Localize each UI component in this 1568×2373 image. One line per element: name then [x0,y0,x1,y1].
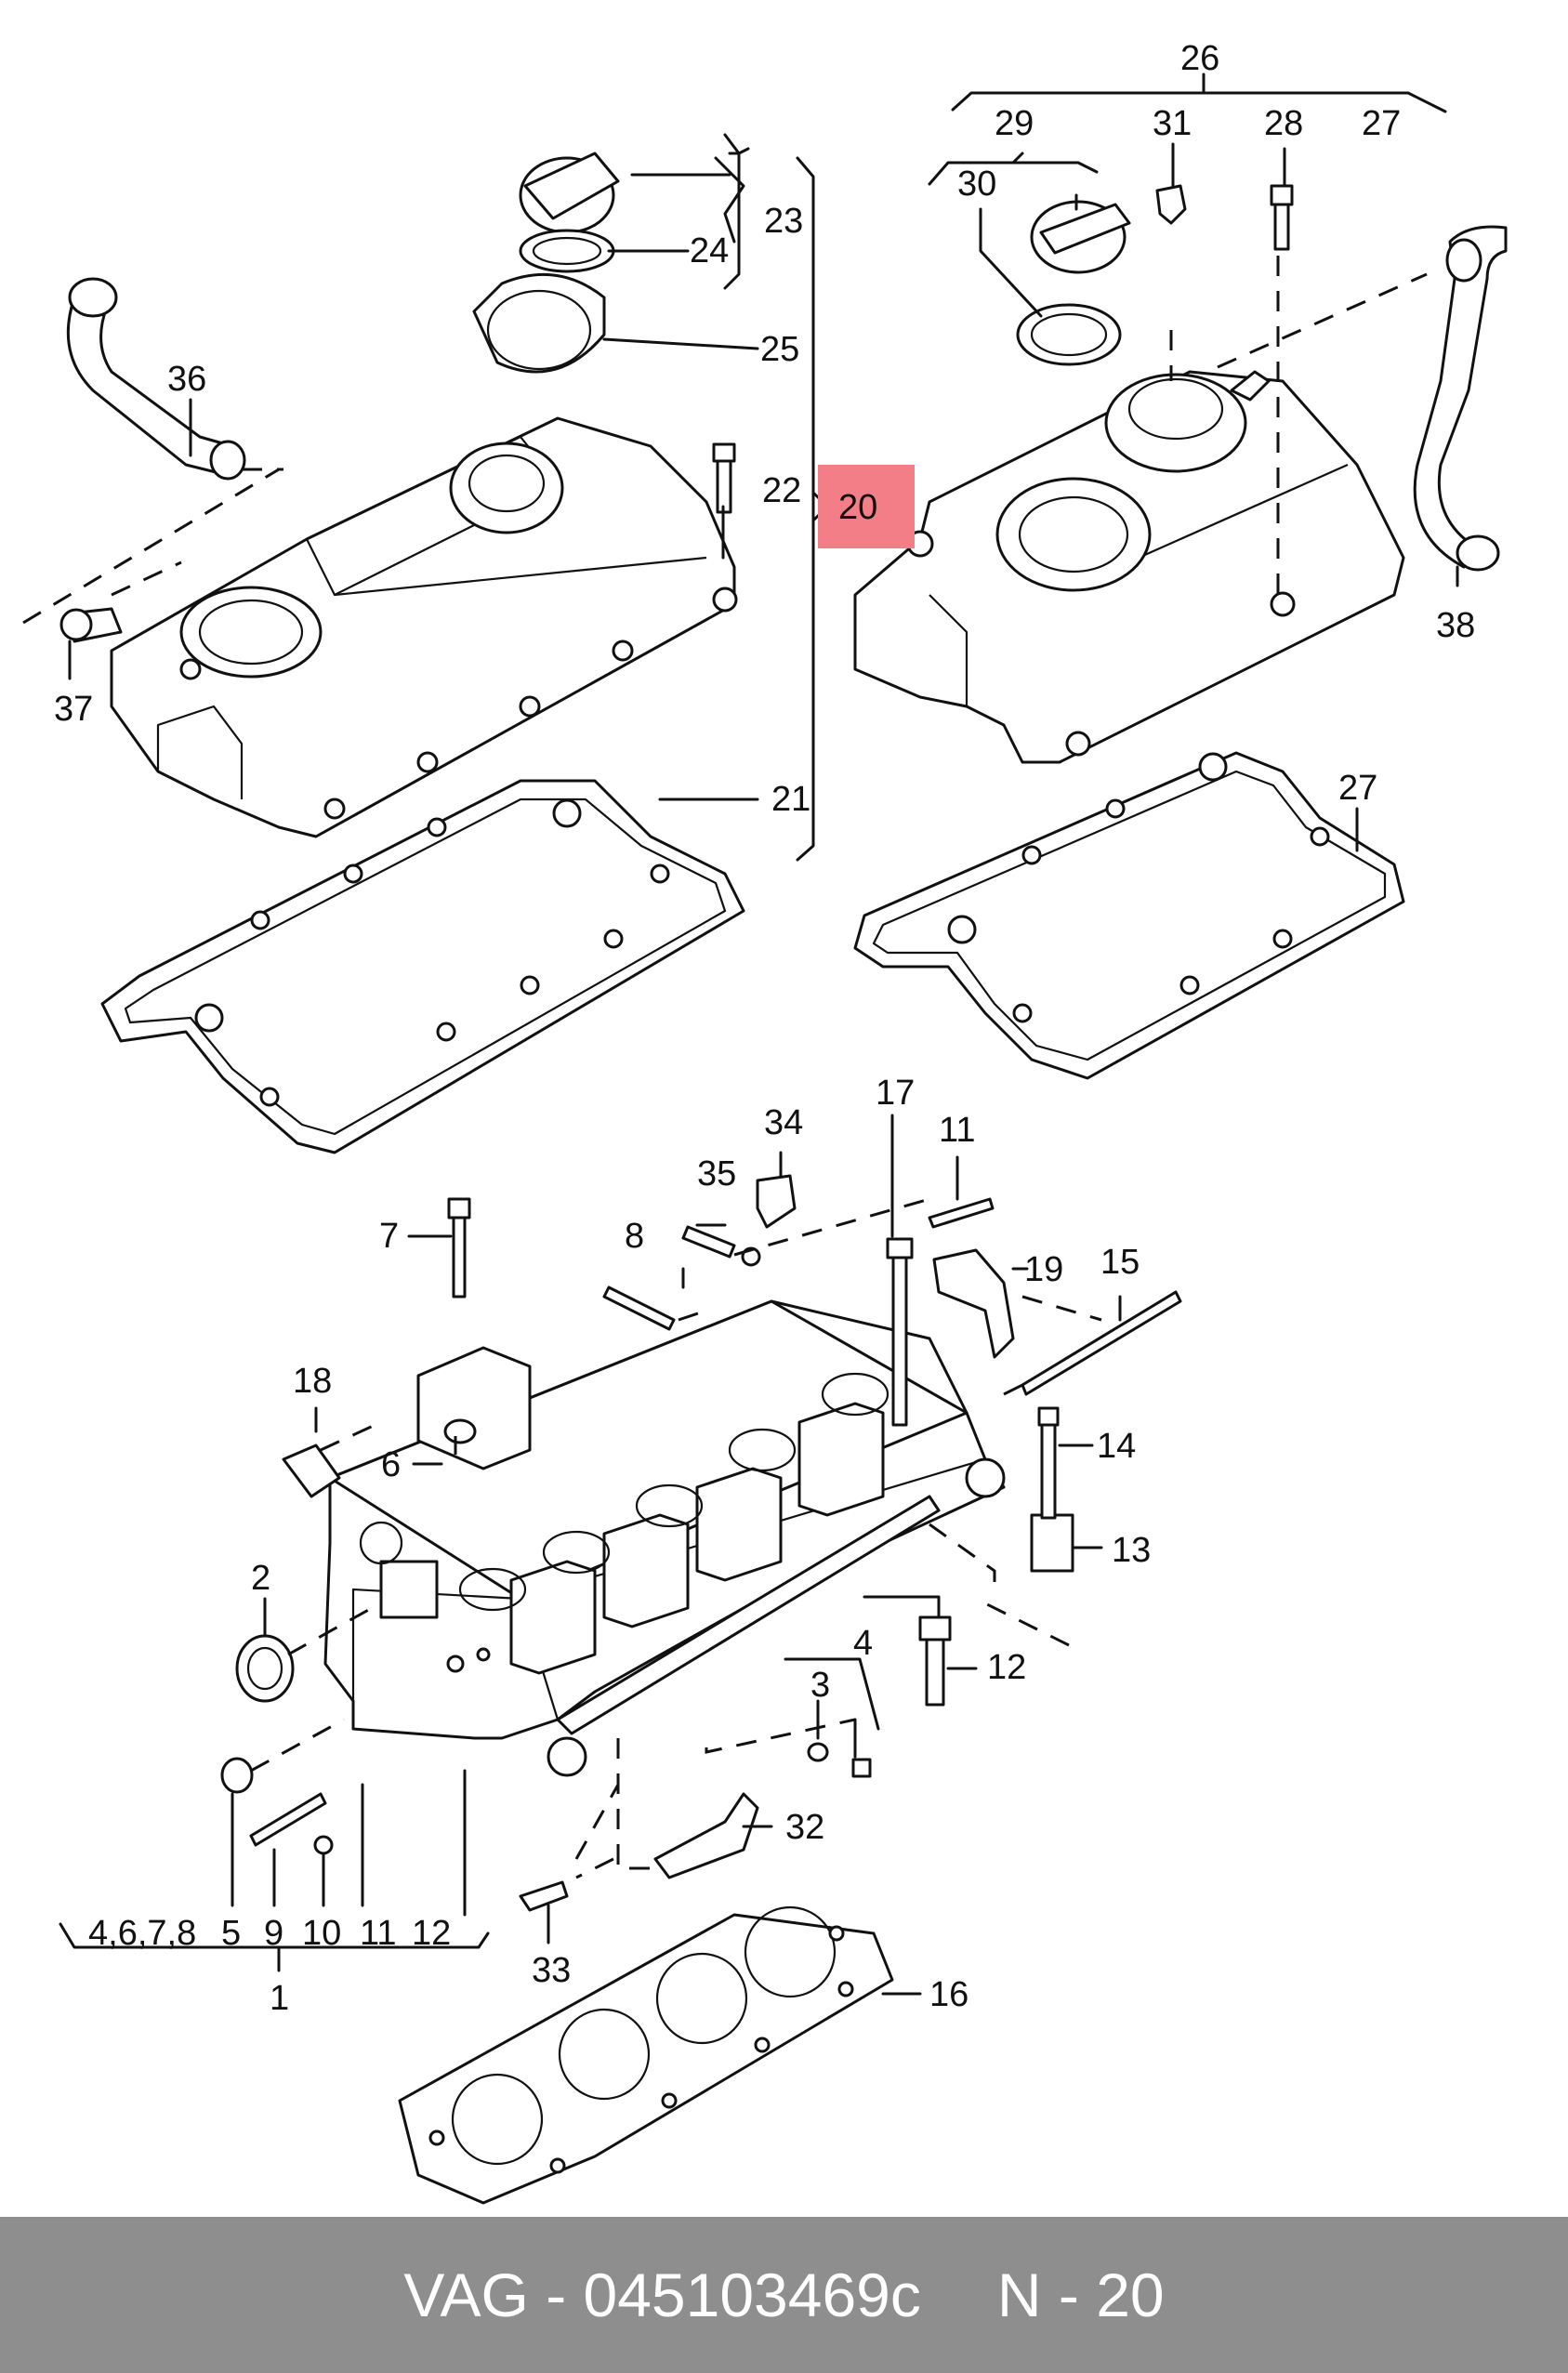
label-28: 28 [1264,104,1303,143]
footer-brand: VAG [403,2261,529,2329]
label-27-top: 27 [1362,104,1401,143]
label-8: 8 [625,1217,644,1256]
small-hardware [220,1174,1182,1912]
label-31: 31 [1153,104,1192,143]
label-35: 35 [697,1154,736,1193]
label-12-right: 12 [987,1648,1026,1687]
parts-diagram: 23 24 25 22 20 21 36 37 26 29 31 28 27 3… [22,39,1508,2205]
label-23: 23 [764,202,803,241]
label-22: 22 [762,471,801,510]
label-33: 33 [532,1951,571,1990]
right-gasket [853,751,1405,1080]
label-3: 3 [810,1666,830,1705]
breather-hose-left [59,277,246,643]
footer-diagram-ref: N - 20 [996,2261,1165,2329]
label-14: 14 [1097,1427,1136,1466]
label-group-4678: 4,6,7,8 [88,1914,196,1953]
oil-filler-cap [472,152,620,374]
callout-labels: 23 24 25 22 20 21 36 37 26 29 31 28 27 3… [54,39,1475,2018]
label-24: 24 [690,231,729,270]
label-4-right: 4 [853,1624,873,1663]
right-oil-cap [1016,184,1294,366]
alignment-lines [22,256,1428,1879]
label-20: 20 [838,488,877,527]
footer-part-number: 045103469c [583,2261,921,2329]
camshaft-bearing-caps [416,1346,889,1675]
label-10: 10 [302,1914,341,1953]
label-18: 18 [293,1362,332,1401]
highlight-part-20 [818,465,915,548]
label-32: 32 [785,1808,824,1847]
cylinder-head [323,1299,1006,1777]
label-9: 9 [264,1914,283,1953]
left-valve-cover [110,416,738,838]
label-11-top: 11 [939,1111,975,1150]
label-36: 36 [167,360,206,399]
label-5: 5 [221,1914,241,1953]
label-11-bottom: 11 [360,1914,396,1953]
label-7: 7 [379,1217,399,1256]
label-16: 16 [929,1975,968,2014]
label-15: 15 [1100,1243,1140,1282]
label-26: 26 [1180,39,1219,78]
breather-hose-right [1413,225,1508,572]
footer-separator: - [528,2261,584,2329]
label-25: 25 [760,330,799,369]
label-13: 13 [1112,1531,1151,1570]
label-38: 38 [1436,606,1475,645]
left-gasket [100,779,745,1154]
label-2: 2 [251,1559,270,1598]
head-gasket [398,1905,894,2205]
right-valve-cover [853,370,1405,764]
leader-lines [59,73,1459,1996]
label-6: 6 [381,1445,401,1484]
label-37: 37 [54,690,93,729]
label-1: 1 [270,1979,289,2018]
bolt-22 [712,442,736,514]
label-29: 29 [995,104,1034,143]
label-12-bottom: 12 [412,1914,451,1953]
label-19: 19 [1024,1250,1063,1289]
label-34: 34 [764,1103,803,1142]
label-17: 17 [876,1074,915,1113]
label-30: 30 [957,165,996,204]
footer-bar: VAG - 045103469c N - 20 [0,2217,1568,2373]
label-27-gasket: 27 [1338,769,1377,808]
exploded-view-drawing: 23 24 25 22 20 21 36 37 26 29 31 28 27 3… [22,39,1508,2205]
label-21: 21 [771,780,810,819]
